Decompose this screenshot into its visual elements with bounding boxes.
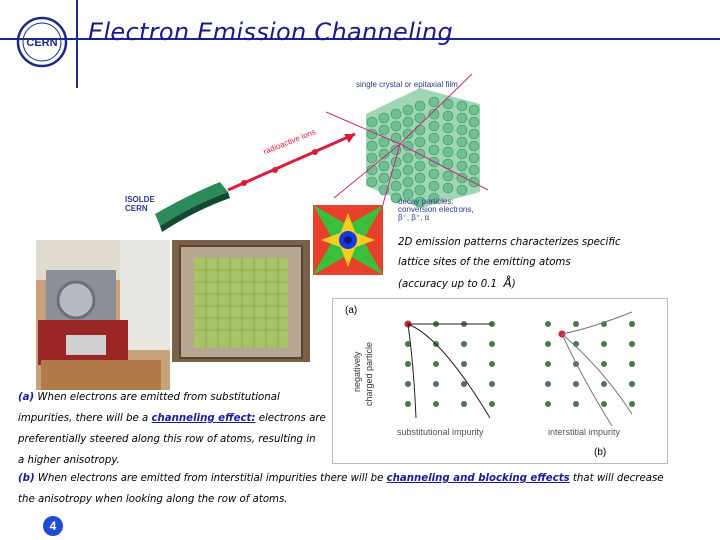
decay-label-2: conversion electrons, bbox=[398, 205, 474, 214]
channeling-blocking-link[interactable]: channeling and blocking effects bbox=[386, 473, 570, 484]
impurity-figure bbox=[332, 298, 668, 464]
substitutional-trajectories bbox=[407, 323, 492, 419]
figure-label-a: (a) bbox=[345, 305, 358, 316]
caption-a-line-1-text: When electrons are emitted from substitu… bbox=[34, 392, 280, 403]
caption-b-line-1: (b) When electrons are emitted from inte… bbox=[18, 468, 698, 489]
caption-a-line-1: (a) When electrons are emitted from subs… bbox=[18, 387, 348, 408]
lab-photo-setup bbox=[36, 240, 170, 390]
beam-crystal-diagram bbox=[155, 74, 489, 232]
cern-logo: CERN bbox=[16, 16, 68, 68]
caption-a-line-3: preferentially steered along this row of… bbox=[18, 434, 316, 445]
isolde-magnet-icon bbox=[155, 182, 230, 232]
figure-label-b: (b) bbox=[594, 447, 607, 458]
cern-logo-text: CERN bbox=[26, 37, 57, 49]
isolde-label-2: CERN bbox=[125, 204, 148, 213]
emission-note-line-2: lattice sites of the emitting atoms bbox=[398, 257, 571, 268]
interstitial-trajectories bbox=[561, 311, 633, 427]
substitutional-lattice bbox=[405, 321, 495, 407]
decay-label-3: β⁻, β⁺, α bbox=[398, 213, 430, 222]
slide-title: Electron Emission Channeling bbox=[88, 18, 454, 46]
caption-b: (b) When electrons are emitted from inte… bbox=[18, 468, 698, 510]
caption-b-line-1-prefix: When electrons are emitted from intersti… bbox=[34, 473, 387, 484]
decay-label-1: decay particles: bbox=[398, 197, 454, 206]
emission-pattern-image bbox=[313, 205, 383, 275]
beam-arrow bbox=[227, 132, 356, 192]
header-rule bbox=[0, 38, 720, 40]
detector-photo bbox=[172, 240, 310, 362]
angstrom-unit: Å bbox=[503, 276, 512, 290]
caption-a-line-2: impurities, there will be a channeling e… bbox=[18, 408, 348, 429]
emission-note-line-1: 2D emission patterns characterizes speci… bbox=[398, 237, 621, 248]
emission-note-line-3: (accuracy up to 0.1 Å) bbox=[398, 273, 621, 295]
channeling-effect-link[interactable]: channeling effect: bbox=[151, 413, 256, 424]
caption-a-line-2-suffix: electrons are bbox=[255, 413, 326, 424]
page-number-badge: 4 bbox=[43, 516, 63, 536]
caption-b-line-1-suffix: that will decrease bbox=[569, 473, 664, 484]
axis-label-line-1: negatively bbox=[352, 351, 362, 392]
isolde-label-1: ISOLDE bbox=[125, 195, 155, 204]
caption-a-line-4: a higher anisotropy. bbox=[18, 455, 120, 466]
caption-a-tag: (a) bbox=[18, 392, 35, 403]
interstitial-label: interstitial impurity bbox=[548, 427, 621, 437]
caption-b-tag: (b) bbox=[18, 473, 35, 484]
emission-note: 2D emission patterns characterizes speci… bbox=[398, 233, 621, 295]
caption-a-line-2-prefix: impurities, there will be a bbox=[18, 413, 152, 424]
caption-b-line-2: the anisotropy when looking along the ro… bbox=[18, 494, 288, 505]
crystal-lattice bbox=[366, 88, 480, 208]
substitutional-label: substitutional impurity bbox=[397, 427, 484, 437]
emission-note-line-3-suffix: ) bbox=[511, 279, 516, 290]
header-divider bbox=[76, 0, 78, 88]
axis-label-line-2: charged particle bbox=[364, 341, 374, 406]
caption-a: (a) When electrons are emitted from subs… bbox=[18, 387, 348, 471]
emission-note-line-3-prefix: (accuracy up to 0.1 bbox=[398, 279, 498, 290]
crystal-label: single crystal or epitaxial film bbox=[356, 80, 458, 89]
interstitial-lattice bbox=[545, 321, 635, 407]
